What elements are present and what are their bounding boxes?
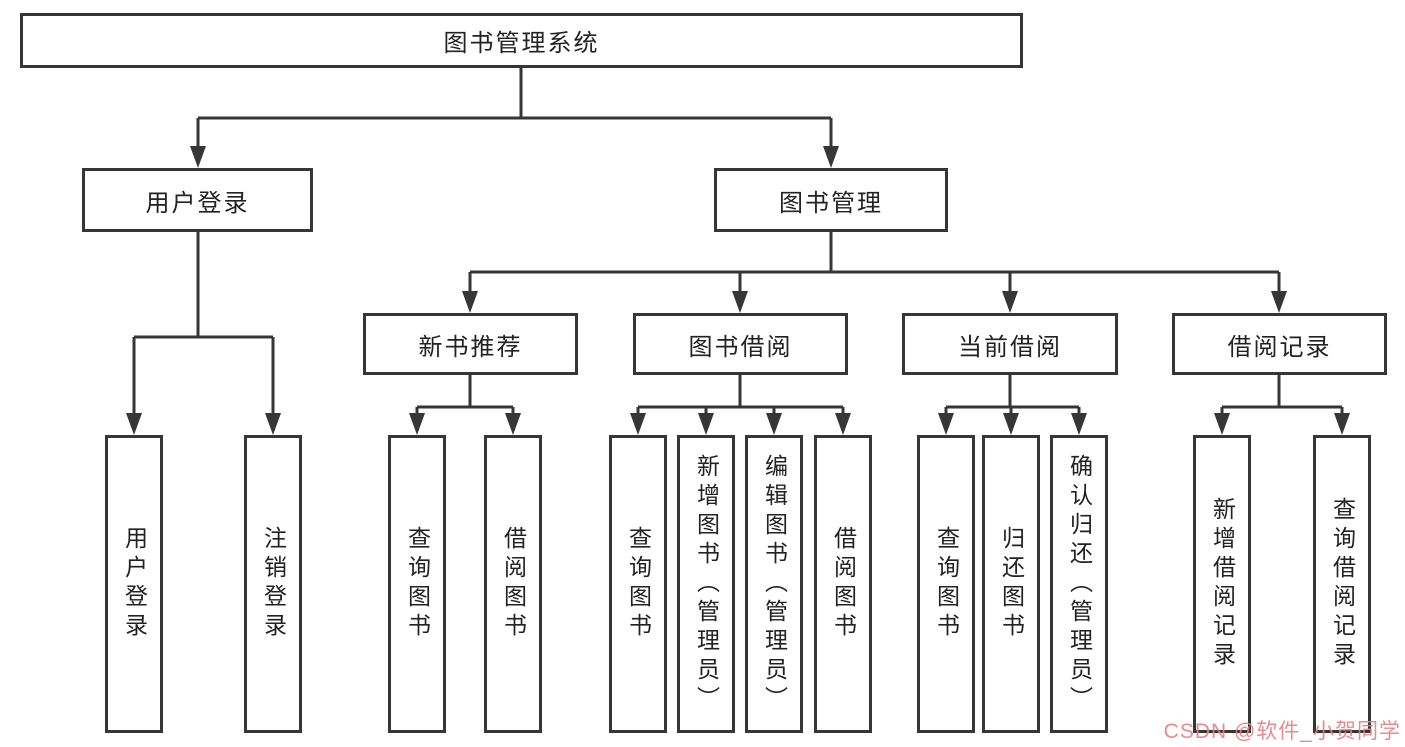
node-book-borrow: 图书借阅 [633,313,848,375]
leaf-borrow-books: 借阅图书 [814,435,872,733]
leaf-query-books-recommend: 查询图书 [388,435,446,733]
node-label: 新书推荐 [418,333,523,361]
leaf-confirm-return-admin: 确认归还（管理员） [1050,435,1108,733]
node-label: 归还图书 [998,526,1025,642]
node-new-book-recommend: 新书推荐 [363,313,578,375]
node-label: 借阅记录 [1227,333,1332,361]
node-label: 借阅图书 [830,526,857,642]
node-label: 编辑图书（管理员） [761,453,788,715]
node-label: 查询图书 [404,526,431,642]
node-borrow-records: 借阅记录 [1172,313,1387,375]
node-book-management: 图书管理 [714,168,948,232]
node-label: 新增图书（管理员） [693,453,720,715]
node-label: 图书借阅 [688,333,793,361]
leaf-borrow-books-recommend: 借阅图书 [484,435,542,733]
leaf-return-books: 归还图书 [982,435,1040,733]
leaf-edit-books-admin: 编辑图书（管理员） [745,435,803,733]
csdn-watermark: CSDN @软件_小贺同学 [1163,720,1401,743]
node-label: 图书管理系统 [443,30,600,57]
node-user-login: 用户登录 [82,168,313,232]
node-label: 用户登录 [145,189,250,217]
node-current-borrow: 当前借阅 [902,313,1118,375]
leaf-query-borrow-record: 查询借阅记录 [1313,435,1371,733]
node-label: 查询借阅记录 [1329,497,1356,671]
arrowheads [126,146,1350,435]
leaf-user-login: 用户登录 [105,435,163,733]
node-library-management-system: 图书管理系统 [20,13,1023,68]
node-label: 查询图书 [933,526,960,642]
leaf-add-books-admin: 新增图书（管理员） [677,435,735,733]
node-label: 图书管理 [779,189,883,217]
node-label: 用户登录 [121,526,148,642]
node-label: 当前借阅 [958,333,1062,361]
node-label: 查询图书 [625,526,652,642]
node-label: 确认归还（管理员） [1066,453,1093,715]
node-label: 新增借阅记录 [1209,497,1236,671]
node-label: 注销登录 [260,526,287,642]
leaf-query-books-current: 查询图书 [917,435,975,733]
leaf-add-borrow-record: 新增借阅记录 [1193,435,1251,733]
leaf-query-books-borrow: 查询图书 [609,435,667,733]
node-label: 借阅图书 [500,526,527,642]
leaf-logout: 注销登录 [244,435,302,733]
